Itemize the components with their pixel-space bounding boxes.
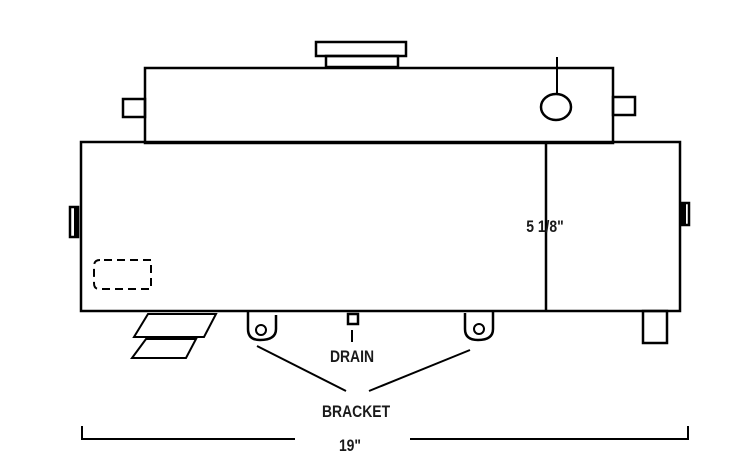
drain-label: DRAIN [330,348,374,367]
top-tank-right-nipple [611,95,637,117]
top-tank-left-nipple [121,97,147,119]
hidden-outline [93,259,152,290]
right-side-tab [680,201,691,227]
outlet-pipe [130,313,218,359]
bracket-leader-lines [256,345,471,392]
height-dimension-label: 5 1/8" [526,218,564,237]
radiator-core [79,140,682,313]
lower-right-fitting [641,309,669,345]
width-dimension-line [81,426,689,440]
left-side-tab [68,205,80,239]
inlet-fitting [539,57,573,122]
top-tank [143,66,615,145]
width-dimension-label: 19" [339,437,361,456]
filler-cap [314,40,408,69]
bracket-label: BRACKET [322,403,391,422]
drain-fitting [346,312,360,342]
left-bracket [246,311,278,342]
right-bracket [463,311,495,342]
